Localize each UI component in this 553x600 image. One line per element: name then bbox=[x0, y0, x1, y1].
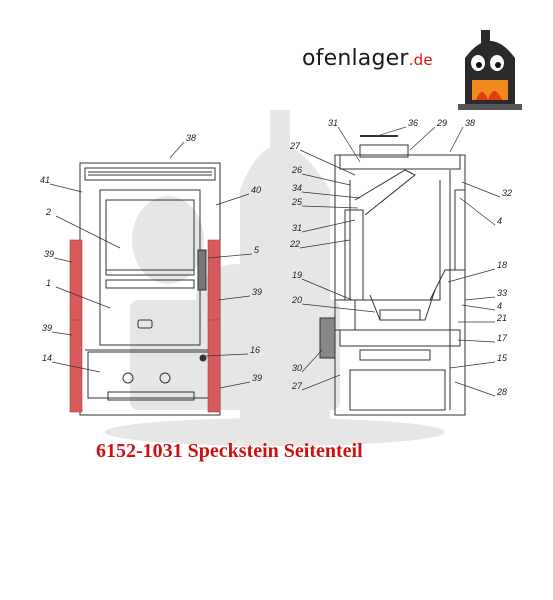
front-leader bbox=[169, 141, 185, 159]
section-leader bbox=[461, 304, 496, 311]
section-part-label: 20 bbox=[291, 295, 302, 305]
section-part-label: 29 bbox=[436, 118, 447, 128]
section-leader bbox=[301, 303, 376, 313]
front-part-label: 38 bbox=[186, 133, 196, 143]
front-part-label: 41 bbox=[40, 175, 50, 185]
section-part-label: 4 bbox=[497, 301, 502, 311]
front-part-label: 14 bbox=[42, 353, 52, 363]
logo-name: ofenlager bbox=[302, 46, 409, 71]
brand-logo: ofenlager.de bbox=[300, 18, 540, 118]
section-leader bbox=[337, 126, 361, 163]
section-leader bbox=[301, 349, 323, 373]
section-leader bbox=[447, 268, 496, 283]
caption-title: 6152-1031 Speckstein Seitenteil bbox=[96, 440, 363, 462]
section-part-label: 25 bbox=[291, 197, 303, 207]
section-leader bbox=[299, 239, 351, 249]
section-leader bbox=[379, 126, 407, 136]
front-part-label: 39 bbox=[42, 323, 52, 333]
front-part-label: 39 bbox=[44, 249, 54, 259]
front-part-label: 2 bbox=[45, 207, 51, 217]
section-leader bbox=[299, 149, 356, 176]
front-leader bbox=[217, 295, 251, 301]
section-leader bbox=[301, 374, 341, 391]
front-leader bbox=[51, 361, 101, 373]
section-leader bbox=[301, 278, 353, 301]
part-number-labels: 38 41 2 40 39 5 1 39 39 16 14 39 31 36 29 38 27 26 34 25 31 2… bbox=[40, 118, 512, 397]
section-part-label: 4 bbox=[497, 216, 502, 226]
front-part-label: 39 bbox=[252, 287, 262, 297]
section-leader bbox=[449, 361, 496, 369]
section-part-label: 19 bbox=[292, 270, 302, 280]
front-part-label: 16 bbox=[250, 345, 260, 355]
side-panel-left-upper bbox=[69, 239, 83, 321]
section-part-label: 33 bbox=[497, 288, 507, 298]
section-leader bbox=[461, 181, 501, 198]
front-part-label: 39 bbox=[252, 373, 262, 383]
front-part-label: 1 bbox=[46, 278, 51, 288]
section-part-label: 18 bbox=[497, 260, 507, 270]
section-part-label: 31 bbox=[328, 118, 338, 128]
front-leader bbox=[215, 193, 250, 206]
watermark bbox=[105, 110, 445, 446]
front-leader bbox=[49, 183, 83, 193]
section-part-label: 17 bbox=[497, 333, 508, 343]
section-part-label: 30 bbox=[292, 363, 302, 373]
section-leader bbox=[409, 126, 436, 151]
section-part-label: 31 bbox=[292, 223, 302, 233]
logo-suffix: .de bbox=[408, 51, 433, 69]
section-part-label: 34 bbox=[292, 183, 302, 193]
section-part-label: 26 bbox=[291, 165, 302, 175]
section-leader bbox=[301, 173, 351, 186]
section-leader bbox=[457, 339, 496, 343]
section-leader bbox=[301, 205, 359, 209]
front-leader bbox=[207, 253, 253, 259]
front-leader bbox=[53, 257, 73, 263]
front-leader bbox=[51, 331, 73, 336]
side-panel-right-upper bbox=[207, 239, 221, 321]
section-leader bbox=[454, 381, 496, 397]
front-part-label: 40 bbox=[251, 185, 261, 195]
front-part-label: 5 bbox=[254, 245, 260, 255]
section-part-label: 22 bbox=[289, 239, 300, 249]
section-leader bbox=[301, 191, 361, 199]
front-leader bbox=[55, 286, 111, 309]
logo-wordmark: ofenlager.de bbox=[302, 46, 433, 71]
section-part-label: 38 bbox=[465, 118, 475, 128]
stove-mascot-icon bbox=[458, 30, 522, 110]
section-part-label: 32 bbox=[502, 188, 512, 198]
section-part-label: 15 bbox=[497, 353, 508, 363]
front-leader bbox=[204, 353, 249, 357]
front-leader bbox=[55, 215, 121, 249]
section-part-label: 36 bbox=[408, 118, 418, 128]
front-leader bbox=[219, 381, 251, 389]
section-part-label: 27 bbox=[289, 141, 301, 151]
section-view bbox=[319, 135, 466, 416]
callout-leaders bbox=[49, 126, 501, 397]
section-leader bbox=[449, 126, 464, 153]
section-leader bbox=[464, 296, 496, 301]
section-leader bbox=[301, 219, 356, 233]
side-panel-right-lower bbox=[207, 319, 221, 413]
section-part-label: 27 bbox=[291, 381, 303, 391]
section-part-label: 21 bbox=[496, 313, 507, 323]
section-part-label: 28 bbox=[496, 387, 507, 397]
section-leader bbox=[459, 197, 496, 226]
